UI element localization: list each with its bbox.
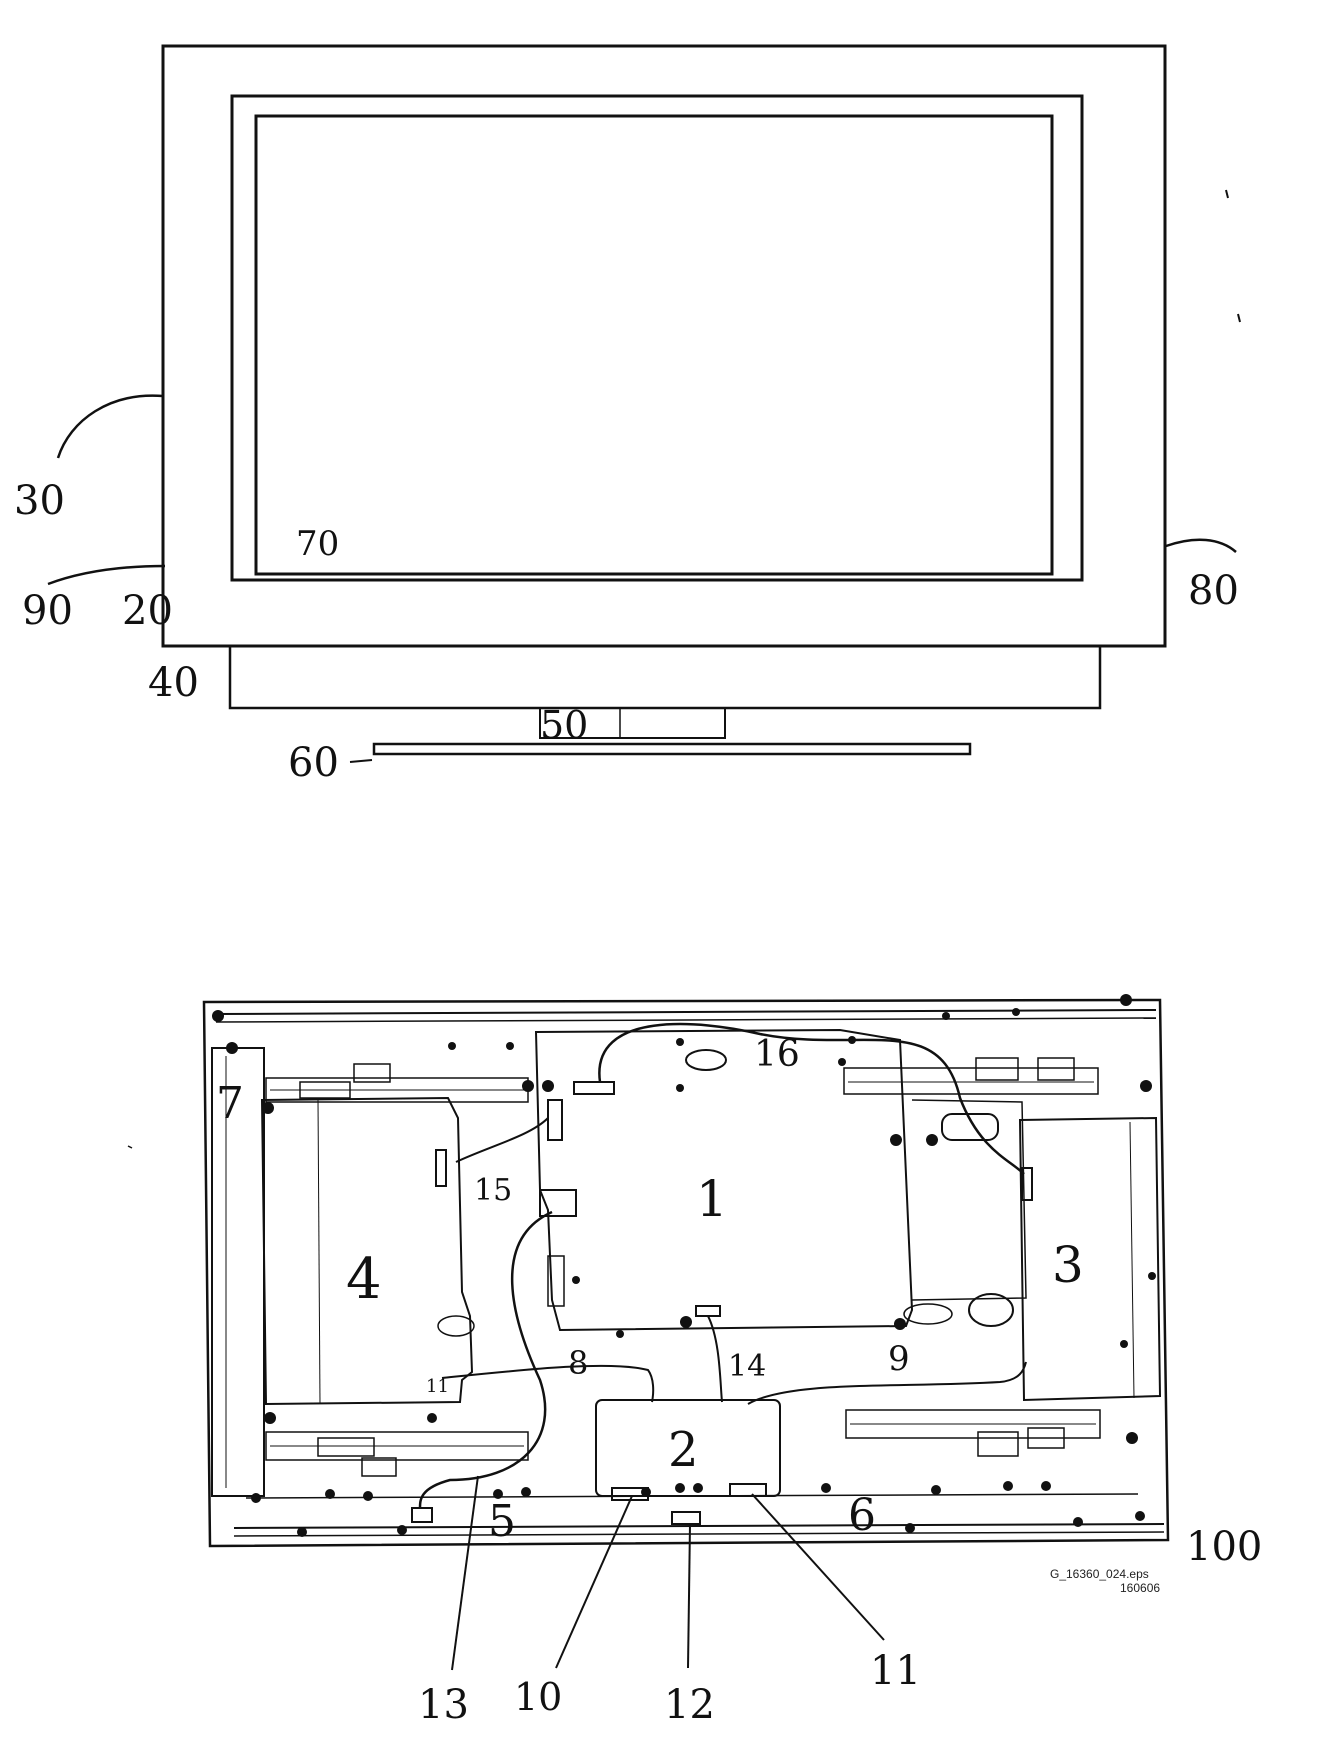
label-6: 6 bbox=[848, 1490, 876, 1541]
cable-9 bbox=[747, 1361, 1027, 1405]
left-board-4 bbox=[260, 1096, 474, 1406]
leader-30 bbox=[56, 394, 164, 459]
label-2: 2 bbox=[668, 1422, 699, 1478]
label-7: 7 bbox=[216, 1078, 244, 1129]
label-50: 50 bbox=[540, 703, 588, 747]
label-60: 60 bbox=[288, 740, 339, 786]
label-4: 4 bbox=[346, 1247, 382, 1312]
tv-base bbox=[372, 742, 972, 756]
screw-holes bbox=[212, 994, 1156, 1537]
label-20: 20 bbox=[122, 588, 173, 634]
cable-16 bbox=[598, 1022, 1025, 1175]
left-board-4-inner bbox=[317, 1099, 321, 1405]
tv-neck bbox=[539, 707, 726, 739]
cable-13 bbox=[418, 1210, 553, 1509]
right-board-3-plate bbox=[911, 1099, 1027, 1301]
label-12: 12 bbox=[664, 1682, 715, 1728]
leader-60 bbox=[349, 759, 373, 763]
bottom-rail-2 bbox=[233, 1531, 1165, 1537]
tv-front-view: 30 90 20 70 80 40 50 60 bbox=[14, 44, 1241, 786]
label-70: 70 bbox=[296, 524, 339, 564]
leader-80 bbox=[1165, 538, 1237, 553]
chassis-outline bbox=[202, 998, 1170, 1548]
label-14: 14 bbox=[728, 1349, 766, 1384]
tv-housing bbox=[228, 644, 1102, 710]
top-rail-2 bbox=[215, 1017, 1157, 1023]
tv-screen bbox=[254, 114, 1054, 576]
cable-14 bbox=[707, 1315, 723, 1403]
bracket-top-left bbox=[265, 1063, 529, 1103]
label-5: 5 bbox=[488, 1496, 516, 1547]
bracket-top-right bbox=[843, 1057, 1099, 1095]
top-rail-1 bbox=[215, 1009, 1157, 1015]
main-board-1 bbox=[534, 1028, 914, 1332]
label-80: 80 bbox=[1188, 568, 1239, 614]
leader-90 bbox=[47, 564, 166, 586]
file-ref: G_16360_024.eps bbox=[1050, 1567, 1149, 1581]
leader-12 bbox=[687, 1523, 691, 1669]
cable-8 bbox=[441, 1364, 655, 1403]
stray-mark-3 bbox=[127, 1145, 133, 1149]
label-1: 1 bbox=[696, 1170, 728, 1228]
leader-13 bbox=[451, 1475, 479, 1671]
label-16: 16 bbox=[754, 1034, 800, 1075]
leader-10 bbox=[555, 1495, 633, 1669]
label-3: 3 bbox=[1052, 1236, 1084, 1294]
bracket-bottom-right bbox=[845, 1409, 1101, 1457]
cable-15 bbox=[455, 1117, 549, 1163]
stray-mark-1 bbox=[1225, 189, 1229, 199]
small-ref-11: 11 bbox=[426, 1376, 449, 1397]
label-13: 13 bbox=[418, 1682, 469, 1728]
center-board-2 bbox=[595, 1399, 781, 1497]
label-40: 40 bbox=[148, 660, 199, 706]
label-9: 9 bbox=[888, 1339, 910, 1379]
label-11: 11 bbox=[870, 1648, 921, 1694]
label-100: 100 bbox=[1186, 1524, 1262, 1570]
label-10: 10 bbox=[514, 1675, 562, 1719]
connectors bbox=[411, 1049, 1033, 1525]
stray-mark-2 bbox=[1237, 313, 1241, 323]
right-board-3 bbox=[1018, 1116, 1162, 1402]
leader-11 bbox=[751, 1493, 885, 1641]
bracket-bottom-left bbox=[265, 1431, 529, 1477]
tv-inner-frame bbox=[230, 94, 1084, 582]
label-15: 15 bbox=[474, 1173, 512, 1208]
label-30: 30 bbox=[14, 478, 65, 524]
label-90: 90 bbox=[22, 588, 73, 634]
label-8: 8 bbox=[568, 1344, 588, 1382]
bottom-rail-1 bbox=[233, 1523, 1165, 1529]
file-date: 160606 bbox=[1120, 1581, 1160, 1595]
chassis-rear-view: 1 2 3 4 5 6 7 8 9 14 15 16 13 10 12 11 1… bbox=[127, 994, 1262, 1728]
right-board-3-inner bbox=[1129, 1121, 1135, 1399]
